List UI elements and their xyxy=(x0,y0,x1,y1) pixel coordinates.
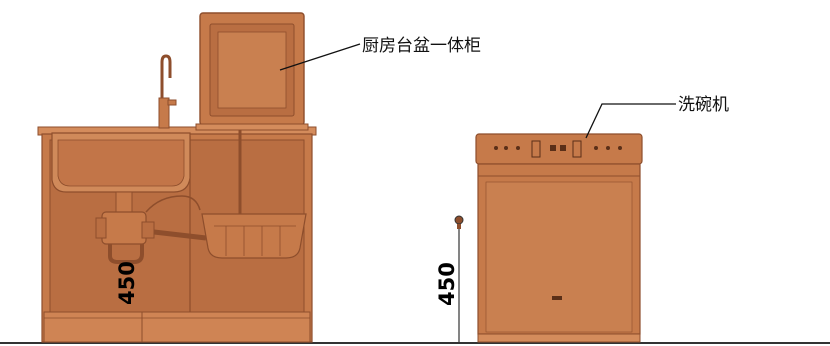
dishwasher-callout-line xyxy=(585,103,676,139)
dishwasher xyxy=(475,133,643,343)
dishwasher-label: 洗碗机 xyxy=(678,95,729,115)
left-height-dimension: 450 xyxy=(115,261,139,305)
sink-cabinet xyxy=(37,12,317,343)
water-inlet-valve xyxy=(454,215,464,343)
right-height-dimension: 450 xyxy=(435,262,459,306)
cabinet-callout-line xyxy=(279,43,361,71)
cabinet-label: 厨房台盆一体柜 xyxy=(362,36,481,56)
